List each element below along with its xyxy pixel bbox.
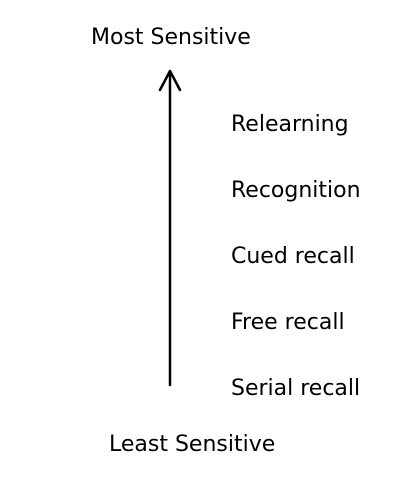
most-sensitive-label: Most Sensitive: [91, 25, 251, 50]
method-recognition: Recognition: [231, 178, 361, 203]
least-sensitive-label: Least Sensitive: [109, 432, 276, 457]
arrowhead-icon: [158, 69, 182, 92]
method-serial-recall: Serial recall: [231, 376, 361, 401]
method-relearning: Relearning: [231, 112, 349, 137]
method-cued-recall: Cued recall: [231, 244, 355, 269]
method-free-recall: Free recall: [231, 310, 345, 335]
